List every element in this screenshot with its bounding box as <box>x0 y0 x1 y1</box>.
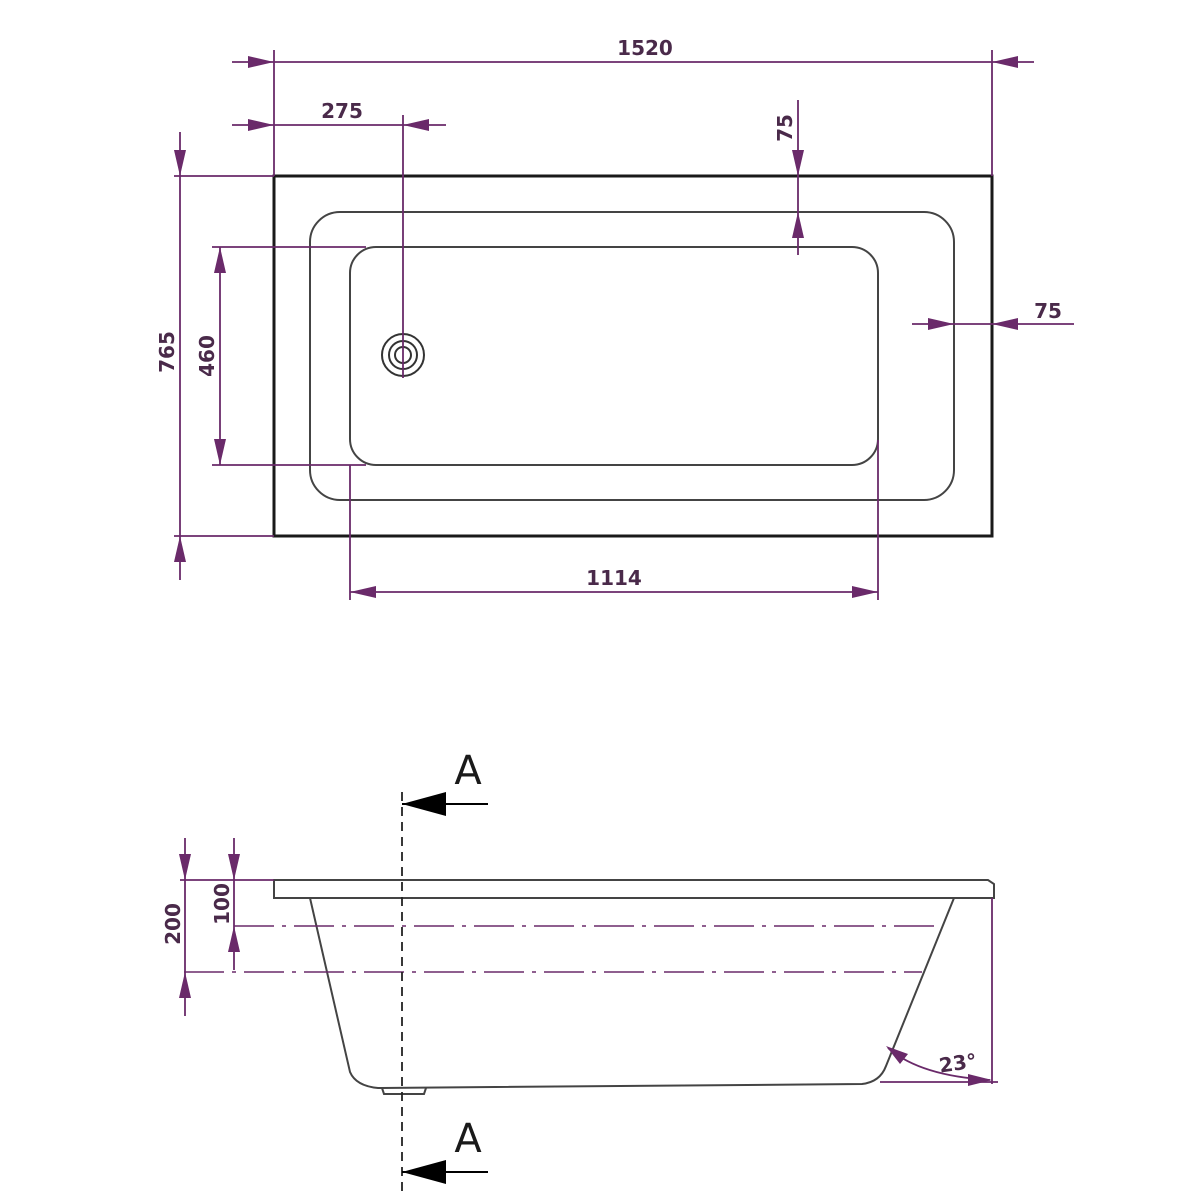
dim-rim-top: 75 <box>773 100 804 255</box>
dim-base-length: 1114 <box>349 440 879 600</box>
dim-label-1114: 1114 <box>586 566 642 590</box>
dim-label-275: 275 <box>321 99 363 123</box>
dim-rim-side: 75 <box>912 299 1074 330</box>
dim-label-460: 460 <box>195 335 219 377</box>
dim-overall-width: 765 <box>155 132 274 580</box>
section-label-a-bottom: A <box>454 1116 482 1162</box>
section-line-a-a: A A <box>401 748 488 1195</box>
bath-side-body <box>309 897 955 1090</box>
dim-label-200: 200 <box>161 903 185 945</box>
dim-label-100: 100 <box>210 883 234 925</box>
bath-outer-rim <box>272 174 994 538</box>
dim-waste-offset: 275 <box>232 99 446 378</box>
dim-label-1520: 1520 <box>617 36 673 60</box>
plan-view: 1520 275 75 75 <box>155 36 1074 600</box>
bath-foot <box>381 1087 427 1095</box>
bath-side-rim <box>273 879 995 899</box>
dim-label-75-top: 75 <box>773 114 797 142</box>
dim-label-75-side: 75 <box>1034 299 1062 323</box>
dim-base-width: 460 <box>195 246 366 466</box>
dim-depth-100: 100 <box>210 838 240 970</box>
section-label-a-top: A <box>454 748 482 794</box>
bath-base <box>349 246 879 466</box>
bath-inner-edge <box>309 211 955 501</box>
dim-wall-angle: 23° <box>880 1046 998 1086</box>
dim-depth-200: 200 <box>161 838 191 1016</box>
side-view: 200 100 23° A A <box>161 748 998 1195</box>
dim-overall-length: 1520 <box>232 36 1034 176</box>
dim-label-23: 23° <box>937 1048 978 1077</box>
dim-label-765: 765 <box>155 331 179 373</box>
